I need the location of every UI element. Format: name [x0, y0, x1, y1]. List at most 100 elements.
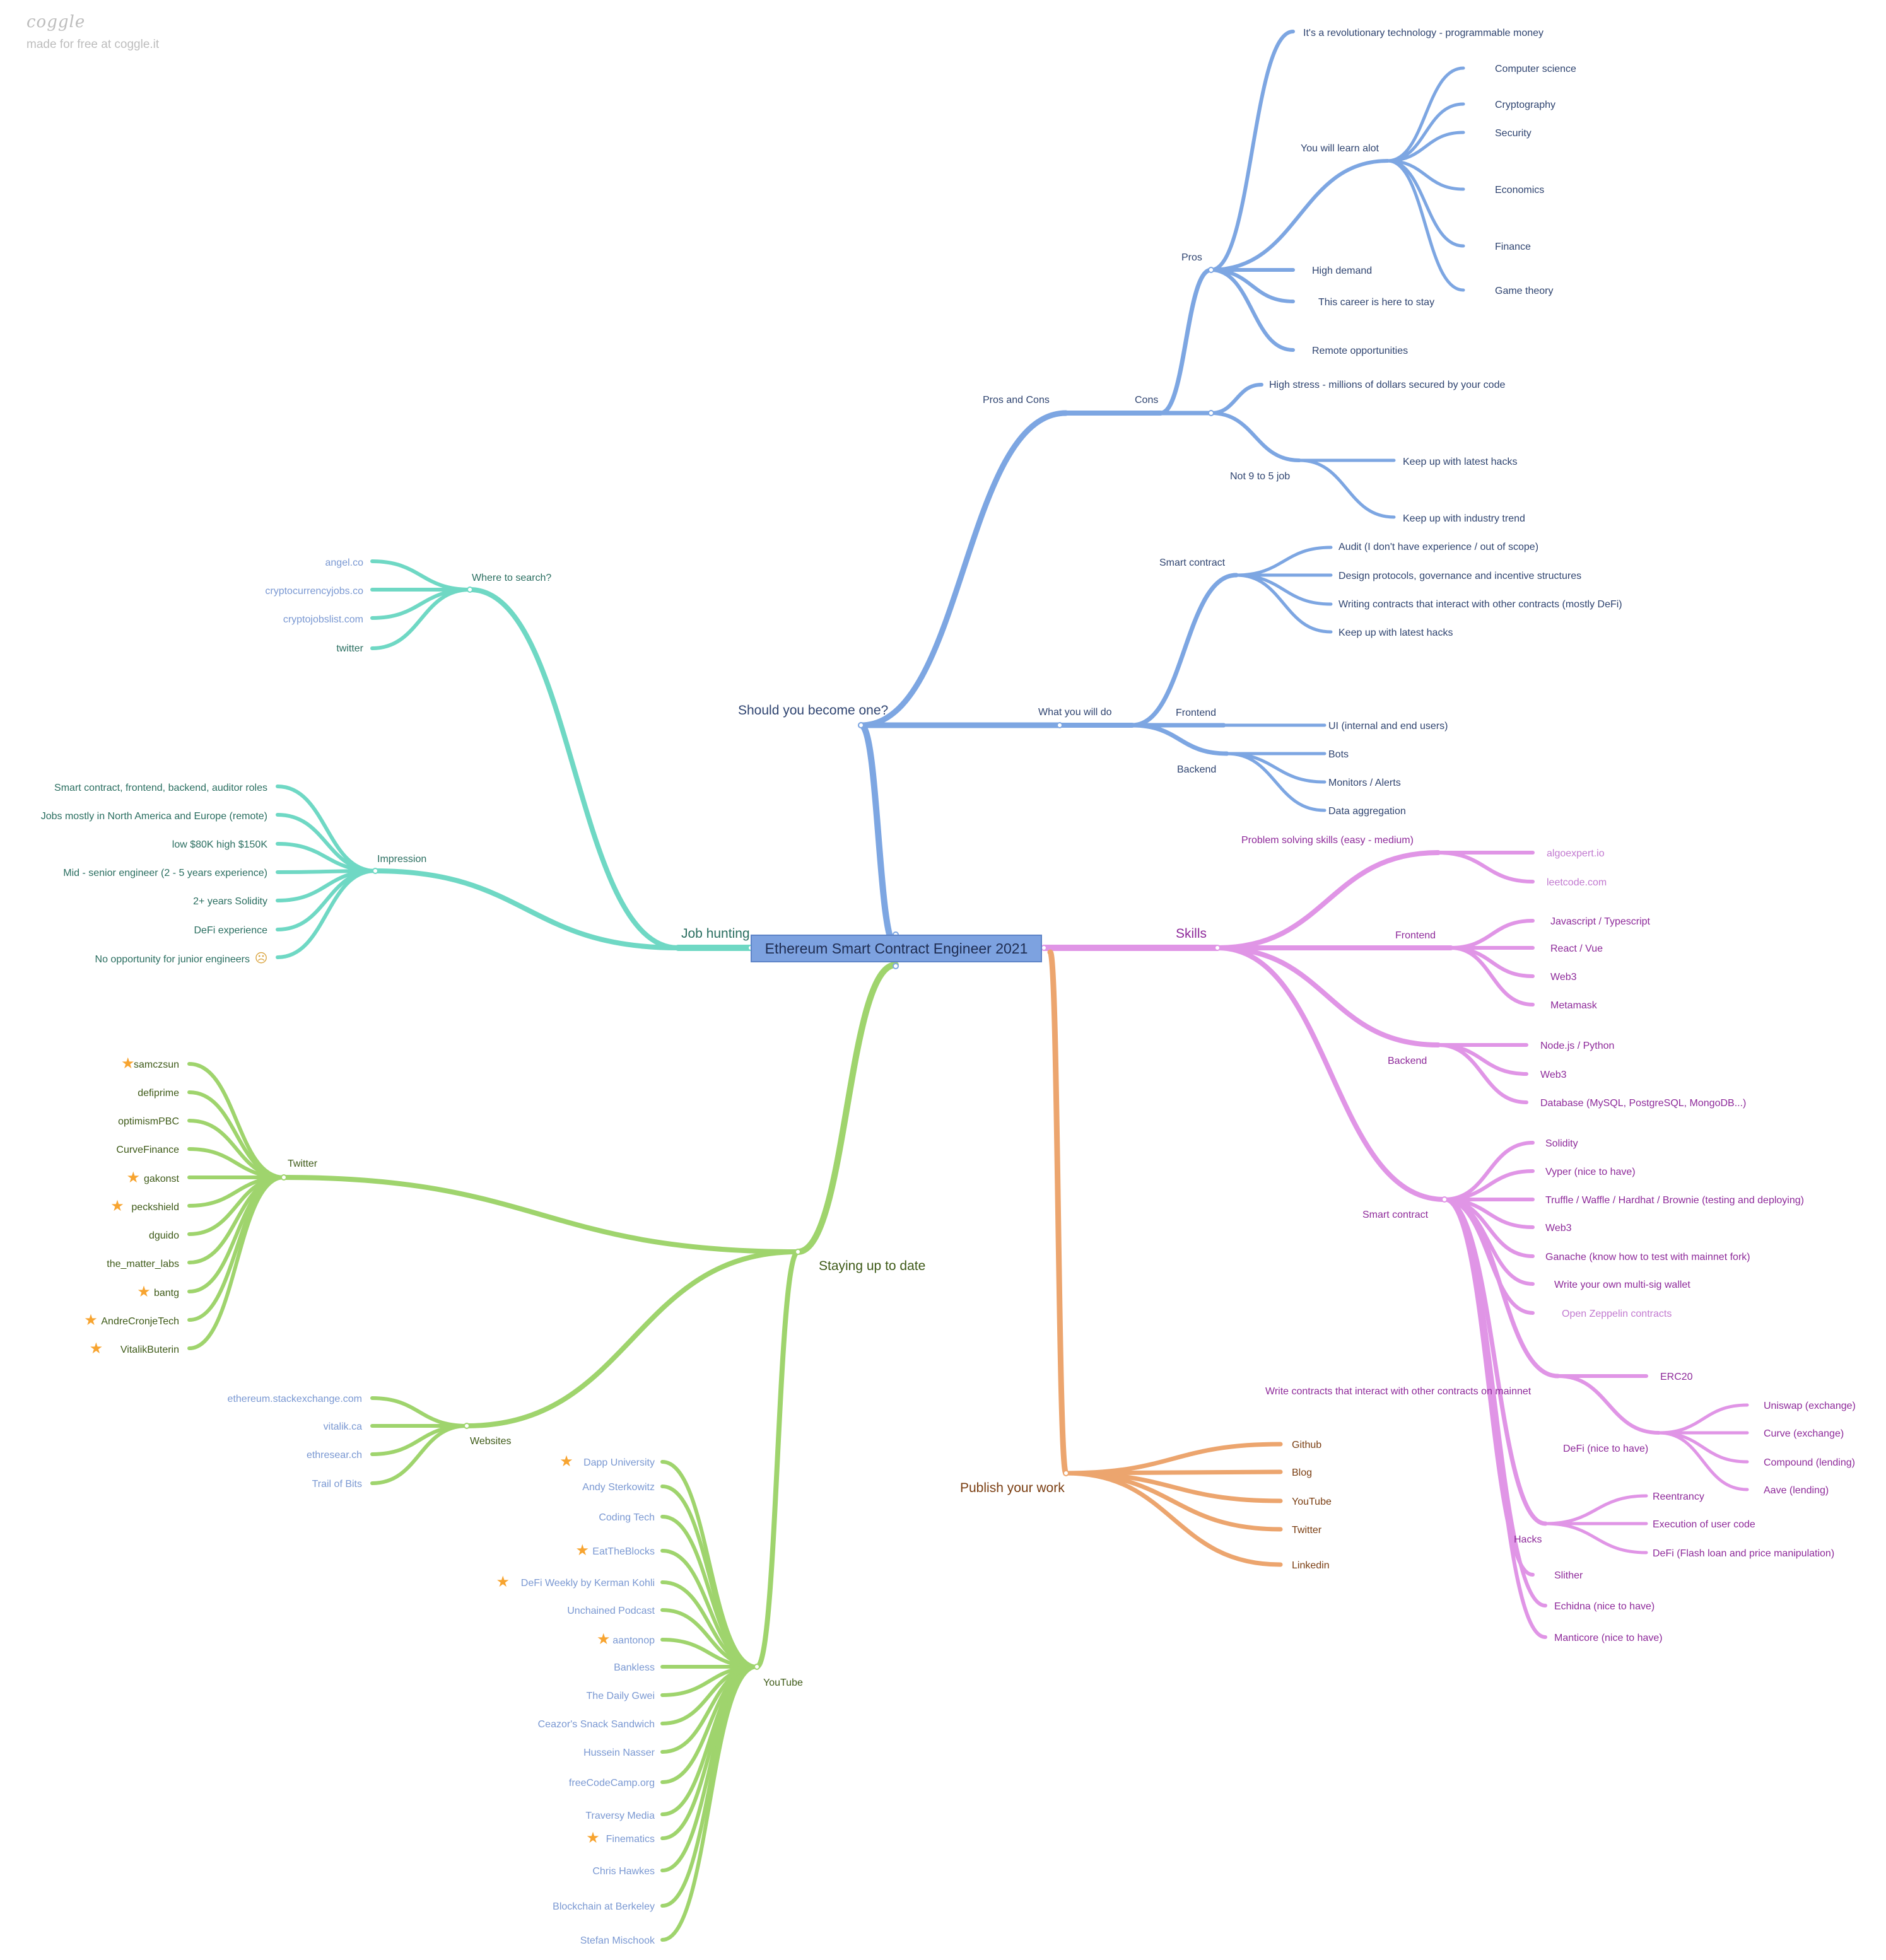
node-flash[interactable]: DeFi (Flash loan and price manipulation): [1653, 1548, 1834, 1559]
node-staying[interactable]: Staying up to date: [819, 1259, 925, 1273]
node-uni[interactable]: Uniswap (exchange): [1764, 1401, 1856, 1411]
node-chris[interactable]: Chris Hawkes: [592, 1866, 655, 1877]
node-unchained[interactable]: Unchained Podcast: [567, 1606, 655, 1616]
node-mainnet[interactable]: Write contracts that interact with other…: [1265, 1386, 1532, 1397]
node-ese[interactable]: ethereum.stackexchange.com: [228, 1394, 362, 1404]
node-handle[interactable]: [281, 1174, 287, 1181]
node-defiweekly[interactable]: DeFi Weekly by Kerman Kohli: [521, 1578, 655, 1589]
node-ccj[interactable]: cryptocurrencyjobs.co: [265, 586, 363, 597]
node-cs[interactable]: Computer science: [1495, 64, 1576, 74]
node-handle[interactable]: [1214, 945, 1221, 951]
node-hacks_keep[interactable]: Keep up with latest hacks: [1403, 457, 1517, 467]
node-design[interactable]: Design protocols, governance and incenti…: [1338, 571, 1581, 581]
node-gwei[interactable]: The Daily Gwei: [587, 1691, 655, 1701]
node-metamask[interactable]: Metamask: [1550, 1000, 1598, 1011]
node-crypto[interactable]: Cryptography: [1495, 100, 1555, 110]
node-handle[interactable]: [467, 586, 473, 593]
node-writing[interactable]: Writing contracts that interact with oth…: [1338, 599, 1622, 610]
node-impression[interactable]: Impression: [377, 854, 426, 865]
node-remote[interactable]: Remote opportunities: [1312, 346, 1408, 356]
node-twoy[interactable]: 2+ years Solidity: [193, 896, 267, 907]
node-handle[interactable]: [754, 1664, 760, 1670]
node-demand[interactable]: High demand: [1312, 265, 1372, 276]
node-andre[interactable]: AndreCronjeTech: [101, 1316, 179, 1327]
node-node[interactable]: Node.js / Python: [1540, 1041, 1614, 1051]
node-db[interactable]: Database (MySQL, PostgreSQL, MongoDB...): [1540, 1098, 1746, 1109]
node-twitter[interactable]: Twitter: [288, 1158, 318, 1169]
node-etb[interactable]: EatTheBlocks: [592, 1546, 655, 1557]
node-oz[interactable]: Open Zeppelin contracts: [1562, 1309, 1672, 1319]
node-sc[interactable]: Smart contract: [1159, 557, 1226, 568]
node-na[interactable]: Jobs mostly in North America and Europe …: [41, 811, 267, 822]
node-backend[interactable]: Backend: [1177, 764, 1216, 775]
node-sc2[interactable]: Smart contract: [1362, 1210, 1429, 1220]
node-web3a[interactable]: Web3: [1550, 972, 1577, 983]
node-js[interactable]: Javascript / Typescript: [1550, 916, 1651, 927]
node-websites[interactable]: Websites: [470, 1436, 512, 1447]
node-not9[interactable]: Not 9 to 5 job: [1230, 471, 1290, 482]
node-hussein[interactable]: Hussein Nasser: [583, 1747, 655, 1758]
node-ceazor[interactable]: Ceazor's Snack Sandwich: [538, 1719, 655, 1730]
node-algo[interactable]: algoexpert.io: [1547, 848, 1605, 859]
node-linkedin[interactable]: Linkedin: [1292, 1560, 1330, 1571]
node-handle[interactable]: [1441, 1196, 1448, 1203]
node-finance[interactable]: Finance: [1495, 242, 1531, 252]
node-youtube_p[interactable]: YouTube: [1292, 1496, 1332, 1507]
node-revolutionary[interactable]: It's a revolutionary technology - progra…: [1303, 28, 1543, 38]
node-handle[interactable]: [1057, 722, 1063, 728]
node-handle[interactable]: [1041, 945, 1047, 951]
node-defiprime[interactable]: defiprime: [138, 1088, 179, 1099]
node-fe[interactable]: Frontend: [1395, 930, 1436, 941]
node-dguido[interactable]: dguido: [149, 1230, 179, 1241]
node-pros_cons[interactable]: Pros and Cons: [983, 395, 1050, 405]
node-echidna[interactable]: Echidna (nice to have): [1554, 1601, 1655, 1612]
node-berkeley[interactable]: Blockchain at Berkeley: [553, 1901, 655, 1912]
node-multisig[interactable]: Write your own multi-sig wallet: [1554, 1280, 1690, 1290]
node-handle[interactable]: [893, 963, 899, 969]
node-ui[interactable]: UI (internal and end users): [1328, 721, 1448, 732]
node-vitalikca[interactable]: vitalik.ca: [324, 1421, 362, 1432]
node-samczsun[interactable]: samczsun: [134, 1059, 179, 1070]
node-economics[interactable]: Economics: [1495, 185, 1544, 195]
node-pros[interactable]: Pros: [1181, 252, 1202, 263]
node-handle[interactable]: [795, 1249, 801, 1255]
node-junior[interactable]: No opportunity for junior engineers: [95, 954, 250, 965]
node-traversy[interactable]: Traversy Media: [585, 1811, 655, 1821]
node-where[interactable]: Where to search?: [472, 573, 551, 583]
node-curve[interactable]: Curve (exchange): [1764, 1428, 1844, 1439]
node-codingtech[interactable]: Coding Tech: [599, 1512, 655, 1523]
node-tw[interactable]: twitter: [336, 643, 363, 654]
node-slither[interactable]: Slither: [1554, 1570, 1583, 1581]
node-tob[interactable]: Trail of Bits: [312, 1479, 362, 1490]
node-handle[interactable]: [464, 1423, 470, 1429]
node-finematics[interactable]: Finematics: [606, 1834, 655, 1845]
node-bankless[interactable]: Bankless: [614, 1662, 655, 1673]
node-blog[interactable]: Blog: [1292, 1467, 1312, 1478]
node-aave[interactable]: Aave (lending): [1764, 1485, 1829, 1496]
node-angel[interactable]: angel.co: [325, 557, 364, 568]
node-game[interactable]: Game theory: [1495, 286, 1553, 296]
node-roles[interactable]: Smart contract, frontend, backend, audit…: [54, 783, 267, 793]
root-node[interactable]: Ethereum Smart Contract Engineer 2021: [751, 935, 1042, 962]
node-peckshield[interactable]: peckshield: [131, 1202, 179, 1213]
node-salary[interactable]: low $80K high $150K: [172, 839, 268, 850]
node-skills[interactable]: Skills: [1176, 926, 1207, 941]
node-web3b[interactable]: Web3: [1540, 1070, 1567, 1080]
node-bantg[interactable]: bantg: [154, 1288, 179, 1298]
node-vyper[interactable]: Vyper (nice to have): [1545, 1167, 1636, 1177]
node-frontend[interactable]: Frontend: [1176, 708, 1216, 718]
node-reentrancy[interactable]: Reentrancy: [1653, 1491, 1704, 1502]
node-cjl[interactable]: cryptojobslist.com: [283, 614, 363, 625]
node-solidity[interactable]: Solidity: [1545, 1138, 1578, 1149]
node-job[interactable]: Job hunting: [681, 926, 750, 941]
node-publish[interactable]: Publish your work: [960, 1481, 1065, 1495]
node-cons[interactable]: Cons: [1135, 395, 1158, 405]
node-should[interactable]: Should you become one?: [738, 703, 888, 718]
node-handle[interactable]: [1063, 1470, 1069, 1476]
node-handle[interactable]: [858, 722, 864, 728]
node-handle[interactable]: [1208, 410, 1214, 416]
node-fcc[interactable]: freeCodeCamp.org: [569, 1778, 655, 1788]
node-keep2[interactable]: Keep up with latest hacks: [1338, 627, 1453, 638]
node-compound[interactable]: Compound (lending): [1764, 1457, 1855, 1468]
node-truffle[interactable]: Truffle / Waffle / Hardhat / Brownie (te…: [1545, 1195, 1804, 1206]
